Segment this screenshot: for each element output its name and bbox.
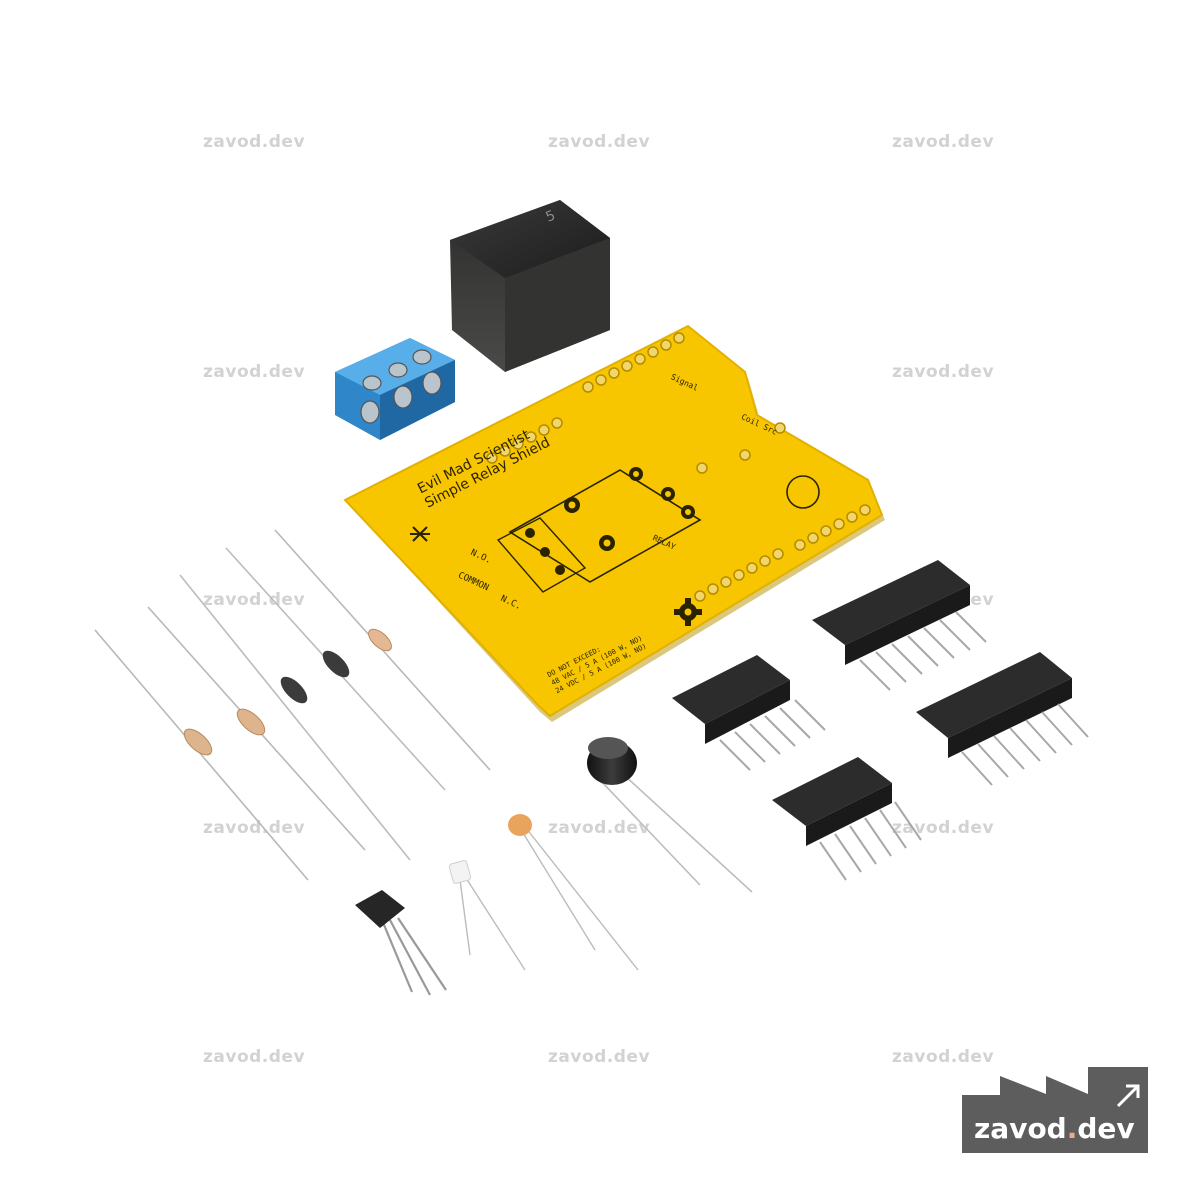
header-8pin-top	[812, 560, 987, 691]
logo-name: zavod	[974, 1112, 1067, 1145]
watermark: zavod.dev	[203, 132, 306, 152]
arrow-icon	[1116, 1084, 1140, 1108]
screw-terminal-block	[335, 338, 455, 440]
gear-icon	[674, 598, 702, 626]
diode-component	[280, 650, 350, 704]
resistor-body	[183, 628, 392, 756]
diode-leads	[179, 547, 446, 861]
watermark: zavod.dev	[548, 132, 651, 152]
watermark: zavod.dev	[203, 362, 306, 382]
header-6pin-bottom	[772, 757, 922, 881]
header-8pin-bottom	[916, 652, 1089, 786]
watermark: zavod.dev	[548, 818, 651, 838]
watermark: zavod.dev	[892, 132, 995, 152]
watermark: zavod.dev	[203, 590, 306, 610]
watermark: zavod.dev	[892, 362, 995, 382]
header-6pin-top	[672, 655, 826, 771]
watermark: zavod.dev	[203, 818, 306, 838]
led-component	[448, 860, 526, 971]
watermark: zavod.dev	[548, 1047, 651, 1067]
logo-tld: dev	[1077, 1112, 1135, 1145]
logo-dot: .	[1066, 1112, 1078, 1145]
relay-component: 5	[450, 200, 610, 372]
electrolytic-capacitor	[587, 737, 753, 893]
ceramic-capacitor	[508, 814, 639, 971]
relay-shield-pcb	[343, 324, 885, 722]
transistor-component	[355, 890, 447, 996]
watermark: zavod.dev	[892, 1047, 995, 1067]
watermark: zavod.dev	[203, 1047, 306, 1067]
logo-text: zavod.dev	[974, 1112, 1135, 1145]
zavod-logo	[962, 1067, 1148, 1153]
ems-logo-icon	[410, 526, 430, 542]
